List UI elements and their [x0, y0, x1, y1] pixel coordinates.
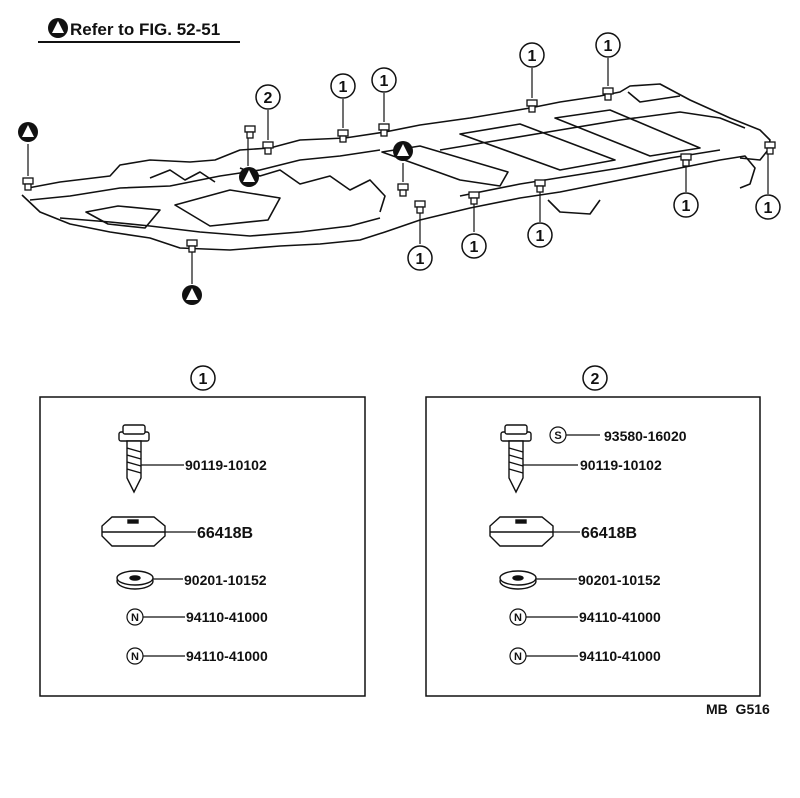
- callout-1: 1: [673, 192, 699, 218]
- part-number-nut: 94110-41000: [186, 609, 268, 625]
- svg-text:1: 1: [604, 38, 613, 55]
- figure-code: MB G516: [706, 701, 770, 717]
- frame-clips: [22, 87, 776, 253]
- part-number-s: 93580-16020: [604, 428, 687, 444]
- clip-icon: [397, 183, 409, 197]
- svg-text:1: 1: [339, 79, 348, 96]
- pad-icon: [489, 516, 554, 547]
- panel-titles: 1 2: [190, 365, 608, 391]
- bolt-icon: [118, 424, 150, 494]
- clip-icon: [186, 239, 198, 253]
- clip-icon: [414, 200, 426, 214]
- svg-text:N: N: [514, 612, 522, 624]
- svg-text:2: 2: [264, 90, 273, 107]
- part-number-bolt: 90119-10102: [185, 457, 267, 473]
- callout-1: 1: [330, 73, 356, 99]
- washer-icon: [116, 570, 154, 590]
- clip-icon: [244, 125, 256, 139]
- clip-icon: [602, 87, 614, 101]
- part-number-bolt: 90119-10102: [580, 457, 662, 473]
- triangle-callout-icon: [18, 122, 38, 142]
- nut-symbol-icon: N: [126, 608, 144, 626]
- svg-text:1: 1: [764, 200, 773, 217]
- part-number-pad: 66418B: [581, 525, 637, 542]
- svg-text:N: N: [514, 651, 522, 663]
- reference-text: Refer to FIG. 52-51: [70, 20, 220, 39]
- svg-text:S: S: [554, 430, 561, 442]
- washer-icon: [499, 570, 537, 590]
- svg-text:1: 1: [380, 73, 389, 90]
- pad-icon: [101, 516, 166, 547]
- part-number-nut: 94110-41000: [186, 648, 268, 664]
- svg-text:1: 1: [470, 239, 479, 256]
- nut-symbol-icon: N: [509, 647, 527, 665]
- callout-1: 1: [595, 32, 621, 58]
- part-number-washer: 90201-10152: [184, 572, 267, 588]
- callout-1: 1: [371, 67, 397, 93]
- callout-2: 2: [255, 84, 281, 110]
- callout-1: 1: [407, 245, 433, 271]
- number-callouts: 2 1 1 1 1 1 1 1 1 1: [255, 32, 781, 271]
- triangle-callouts: [18, 122, 413, 305]
- panel-1-border: [39, 396, 366, 697]
- clip-icon: [378, 123, 390, 137]
- callout-1: 1: [755, 194, 781, 220]
- panel-1: 90119-10102 66418B 90201-10152 N 94110-4…: [39, 396, 366, 697]
- clip-icon: [764, 141, 776, 155]
- s-symbol-icon: S: [549, 426, 567, 444]
- part-number-washer: 90201-10152: [578, 572, 661, 588]
- callout-1: 1: [519, 42, 545, 68]
- part-number-nut: 94110-41000: [579, 648, 661, 664]
- bolt-icon: [500, 424, 532, 494]
- panel-1-title: 1: [190, 365, 216, 391]
- svg-text:N: N: [131, 651, 139, 663]
- clip-icon: [22, 177, 34, 191]
- svg-text:1: 1: [416, 251, 425, 268]
- clip-icon: [680, 153, 692, 167]
- reference-header: Refer to FIG. 52-51: [38, 18, 240, 43]
- triangle-callout-icon: [393, 141, 413, 161]
- triangle-callout-icon: [239, 167, 259, 187]
- clip-icon: [534, 179, 546, 193]
- svg-text:N: N: [131, 612, 139, 624]
- triangle-callout-icon: [182, 285, 202, 305]
- svg-text:1: 1: [536, 228, 545, 245]
- clip-icon: [337, 129, 349, 143]
- svg-text:2: 2: [591, 371, 600, 388]
- panel-2: S 93580-16020 90119-10102 66418B 90201-1…: [425, 396, 761, 697]
- part-number-nut: 94110-41000: [579, 609, 661, 625]
- clip-icon: [468, 191, 480, 205]
- panel-2-title: 2: [582, 365, 608, 391]
- svg-text:1: 1: [528, 48, 537, 65]
- svg-text:1: 1: [199, 371, 208, 388]
- callout-1: 1: [461, 233, 487, 259]
- frame-outline: [21, 83, 771, 251]
- callout-1: 1: [527, 222, 553, 248]
- nut-symbol-icon: N: [509, 608, 527, 626]
- nut-symbol-icon: N: [126, 647, 144, 665]
- clip-icon: [526, 99, 538, 113]
- panel-2-border: [425, 396, 761, 697]
- svg-text:1: 1: [682, 198, 691, 215]
- part-number-pad: 66418B: [197, 525, 253, 542]
- leader-lines: [27, 58, 769, 284]
- clip-icon: [262, 141, 274, 155]
